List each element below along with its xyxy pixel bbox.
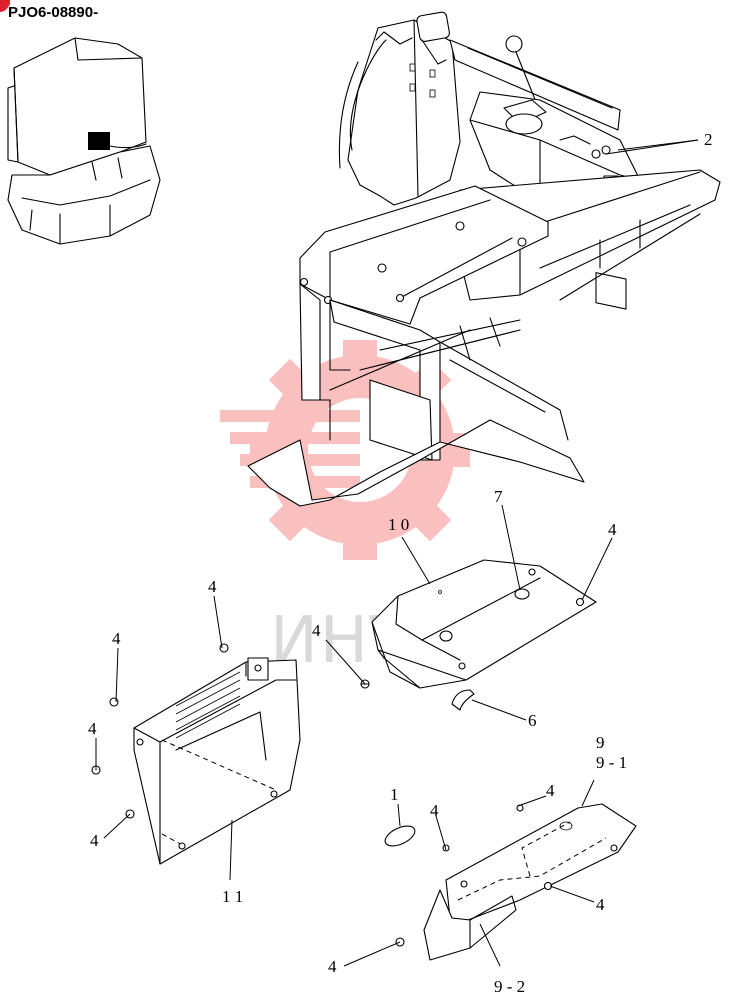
callout-9-1: 9 - 1 — [596, 753, 627, 772]
cover-part-10 — [371, 559, 597, 689]
callout-9-2: 9 - 2 — [494, 977, 525, 996]
callout-7: 7 — [494, 487, 503, 506]
main-console-assembly — [247, 11, 721, 507]
callout-4: 4 — [90, 831, 99, 850]
corner-marker-icon — [0, 0, 10, 12]
callout-4: 4 — [112, 629, 121, 648]
callout-4: 4 — [312, 621, 321, 640]
callout-4: 4 — [596, 895, 605, 914]
callout-11: 1 1 — [222, 887, 243, 906]
cover-part-11 — [133, 657, 301, 865]
plate-part-9 — [423, 803, 637, 961]
callout-4: 4 — [430, 801, 439, 820]
callout-4: 4 — [328, 957, 337, 976]
callout-4: 4 — [208, 577, 217, 596]
callout-9: 9 — [596, 733, 605, 752]
leader-lines — [95, 139, 699, 967]
seat-thumbnail — [7, 37, 161, 245]
doc-code: PJO6-08890- — [8, 4, 98, 21]
callout-labels: 2 1 0 7 4 4 6 4 4 4 4 1 1 9 9 - 1 1 4 4 … — [88, 130, 713, 996]
callout-4: 4 — [608, 520, 617, 539]
callout-2: 2 — [704, 130, 713, 149]
callout-4: 4 — [546, 781, 555, 800]
seat-switch-icon — [88, 132, 110, 150]
callout-6: 6 — [528, 711, 537, 730]
screw-icon — [109, 697, 119, 707]
callout-4: 4 — [88, 719, 97, 738]
grommet-part-6 — [451, 689, 475, 711]
callout-10: 1 0 — [388, 515, 409, 534]
callout-1: 1 — [390, 785, 399, 804]
grommet-part-1 — [384, 825, 416, 847]
